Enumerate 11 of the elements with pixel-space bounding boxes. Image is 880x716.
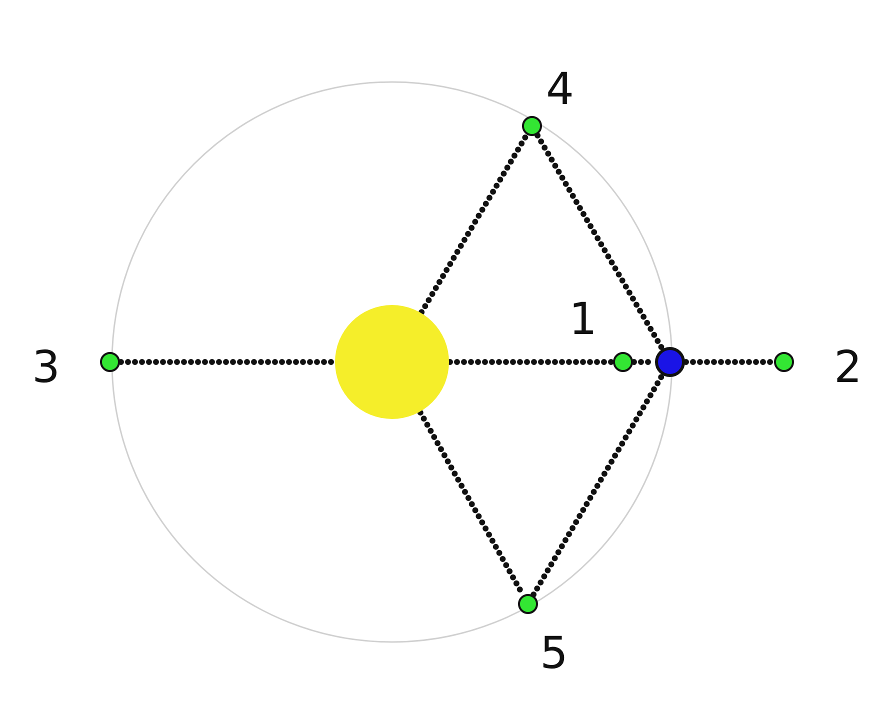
point-number: 1 — [569, 298, 597, 342]
dotted-line — [447, 359, 615, 365]
point-number: 4 — [546, 68, 574, 112]
point-number: 2 — [834, 346, 862, 390]
dotted-line — [534, 132, 665, 352]
point-number: 3 — [32, 346, 60, 390]
dotted-line — [418, 132, 530, 316]
dotted-line — [530, 372, 665, 598]
dotted-line — [118, 359, 337, 365]
point-number: 5 — [540, 632, 568, 676]
dotted-line — [683, 359, 776, 365]
